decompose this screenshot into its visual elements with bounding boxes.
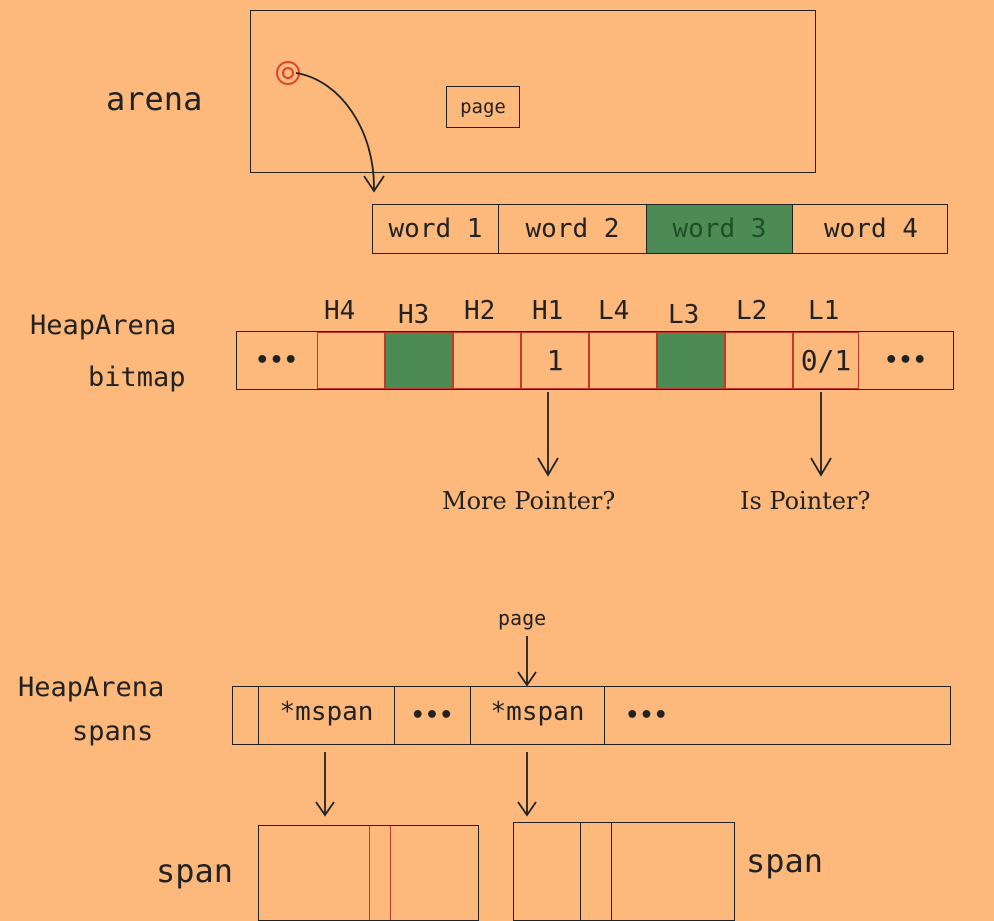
page-arrow-head — [517, 671, 537, 687]
cursor-arrow-head — [363, 175, 385, 193]
span-left-red-slot — [369, 826, 391, 920]
mspan2-arrow-head — [517, 801, 537, 817]
page-label: page — [460, 96, 506, 118]
header-l1: L1 — [808, 296, 840, 326]
word-cell-3: word 3 — [647, 205, 793, 253]
spans-ellipsis-2: ••• — [605, 687, 689, 744]
spans-mspan-cell-2: *mspan — [471, 687, 605, 744]
word-cell-2: word 2 — [499, 205, 647, 253]
h1-arrow-head — [537, 457, 559, 477]
spans-page-label: page — [498, 606, 547, 630]
bitmap-ellipsis-left: ••• — [237, 332, 317, 389]
word-cell-4: word 4 — [793, 205, 949, 253]
page-box: page — [446, 86, 520, 128]
word-4-label: word 4 — [824, 214, 918, 244]
bitmap-headers: H4 H3 H2 H1 L4 L3 L2 L1 — [0, 296, 994, 330]
word-1-label: word 1 — [388, 214, 483, 244]
spans-label-line1: HeapArena — [18, 672, 165, 703]
is-pointer-label: Is Pointer? — [740, 487, 871, 515]
spans-ellipsis-1-text: ••• — [411, 703, 454, 728]
span-right-slot — [580, 823, 612, 920]
arena-box: page — [250, 10, 816, 173]
bitmap-ellipsis-right: ••• — [859, 332, 953, 389]
word-cell-1: word 1 — [373, 205, 499, 253]
spans-cell-lead — [233, 687, 259, 744]
header-l2: L2 — [736, 296, 768, 326]
word-row: word 1 word 2 word 3 word 4 — [372, 204, 948, 254]
l1-arrow-head — [810, 457, 832, 477]
header-h4: H4 — [324, 296, 356, 326]
bitmap-label-line1: HeapArena — [30, 310, 177, 341]
header-l4: L4 — [598, 296, 630, 326]
mspan-label-2: *mspan — [490, 697, 585, 727]
bitmap-cell-l2 — [725, 332, 793, 389]
header-l3: L3 — [668, 300, 700, 330]
spans-row: *mspan ••• *mspan ••• — [232, 686, 951, 745]
bitmap-cell-h1: 1 — [521, 332, 589, 389]
arena-label: arena — [106, 80, 203, 118]
bitmap-label-line2: bitmap — [88, 362, 186, 393]
bitmap-cell-h3 — [385, 332, 453, 389]
ellipsis-right-text: ••• — [884, 348, 928, 373]
more-pointer-label: More Pointer? — [442, 487, 616, 515]
spans-ellipsis-1: ••• — [395, 687, 471, 744]
word-2-label: word 2 — [525, 214, 620, 244]
bitmap-cell-l3 — [657, 332, 725, 389]
bitmap-cell-l1: 0/1 — [793, 332, 859, 389]
spans-mspan-cell-1: *mspan — [259, 687, 395, 744]
ellipsis-left-text: ••• — [255, 348, 299, 373]
bitmap-cell-h2 — [453, 332, 521, 389]
word-3-label: word 3 — [672, 214, 767, 244]
span-label-right: span — [746, 842, 824, 880]
header-h1: H1 — [532, 296, 564, 326]
h1-value: 1 — [546, 344, 564, 377]
mspan1-arrow-head — [315, 801, 335, 817]
span-label-left: span — [156, 852, 234, 890]
header-h2: H2 — [464, 296, 496, 326]
spans-label-line2: spans — [72, 716, 154, 747]
cursor-arrow — [295, 72, 375, 191]
cursor-target-outer — [276, 61, 300, 85]
cursor-target-inner — [282, 67, 294, 79]
bitmap-cell-l4 — [589, 332, 657, 389]
mspan-label-1: *mspan — [279, 697, 374, 727]
bitmap-row: ••• 1 0/1 ••• — [236, 331, 954, 390]
spans-ellipsis-2-text: ••• — [625, 703, 669, 728]
l1-value: 0/1 — [800, 344, 852, 377]
bitmap-cell-h4 — [317, 332, 385, 389]
header-h3: H3 — [398, 300, 430, 330]
